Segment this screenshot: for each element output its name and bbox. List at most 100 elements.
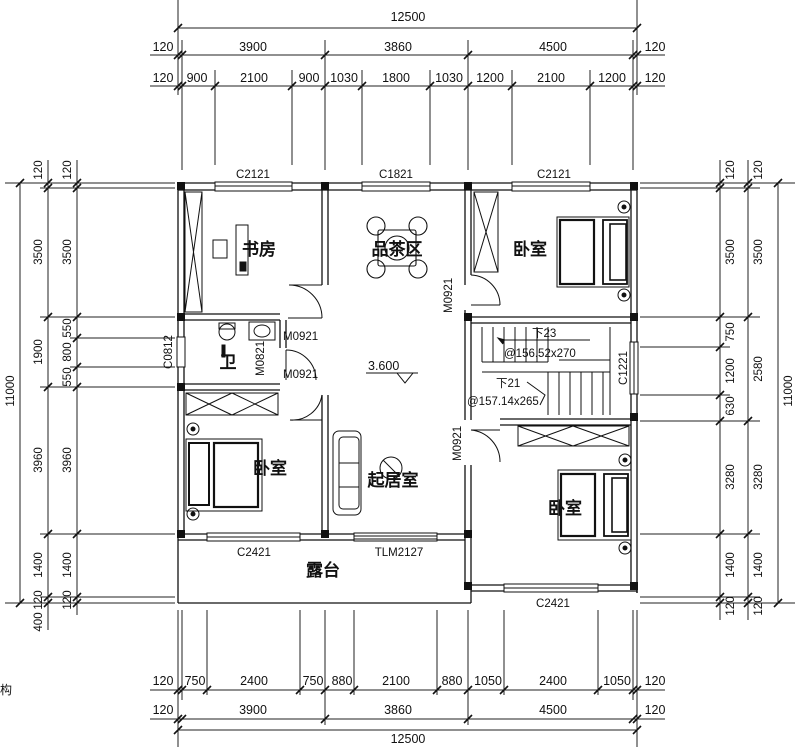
right-inner-dim: 120 <box>725 596 737 615</box>
window-label-bedroom-sw: C2421 <box>237 547 271 559</box>
left-ticks <box>15 178 82 608</box>
top-ticks <box>173 23 642 91</box>
window-label-tea-area: C1821 <box>379 169 413 181</box>
door-label-bathroom-inner: M0821 <box>255 341 267 376</box>
door-label-terrace: TLM2127 <box>375 547 424 559</box>
room-label-tea-area: 品茶区 <box>372 239 423 259</box>
top-inner-dim: 1200 <box>598 71 626 85</box>
right-inner-dim: 3500 <box>725 239 737 265</box>
stair-spec-up: @156.52x270 <box>504 348 576 360</box>
left-dimension-labels: 11000 120 3500 1900 3960 1400 120 400 12… <box>5 160 74 631</box>
bottom-inner-dim: 120 <box>645 674 666 688</box>
room-label-study: 书房 <box>242 239 276 259</box>
bottom-inner-dim: 1050 <box>603 674 631 688</box>
bed-se <box>557 453 632 555</box>
left-outer-dim: 3500 <box>33 239 45 265</box>
bottom-outer-dim: 4500 <box>539 703 567 717</box>
window-label-bathroom: C0812 <box>163 335 175 369</box>
left-total: 11000 <box>5 375 17 406</box>
top-inner-dim: 120 <box>153 71 174 85</box>
left-inner-dim: 550 <box>62 318 74 337</box>
left-inner-dim: 1400 <box>62 552 74 578</box>
room-label-bathroom: 卫 <box>220 353 237 372</box>
bottom-inner-dim: 880 <box>332 674 353 688</box>
right-outer-dim: 2580 <box>753 356 765 382</box>
left-inner-dim: 120 <box>62 590 74 609</box>
right-dimensions <box>640 160 795 620</box>
elevation-label: 3.600 <box>368 359 399 373</box>
top-outer-dim: 3900 <box>239 40 267 54</box>
left-inner-dim: 3500 <box>62 239 74 265</box>
bottom-inner-dim: 750 <box>303 674 324 688</box>
elevation-marker: 3.600 <box>366 359 418 384</box>
bed-sw <box>185 422 263 521</box>
window-label-study: C2121 <box>236 169 270 181</box>
door-label-bedroom-se: M0921 <box>452 426 464 461</box>
right-total: 11000 <box>783 375 795 406</box>
top-inner-dim: 1030 <box>435 71 463 85</box>
left-outer-dim: 400 <box>33 612 45 631</box>
right-ticks <box>715 178 783 608</box>
left-inner-dim: 800 <box>62 342 74 361</box>
left-dimensions <box>5 160 175 630</box>
top-outer-dim: 120 <box>153 40 174 54</box>
top-outer-dim: 120 <box>645 40 666 54</box>
right-outer-dim: 3280 <box>753 464 765 490</box>
right-outer-dim: 120 <box>753 596 765 615</box>
right-dimension-labels: 11000 120 3500 2580 3280 1400 120 120 35… <box>725 160 795 615</box>
left-outer-dim: 120 <box>33 160 45 179</box>
window-label-stair: C1221 <box>618 351 630 385</box>
top-inner-dim: 2100 <box>240 71 268 85</box>
stair-labels: 下23 @156.52x270 下21 @157.14x265 <box>467 328 576 408</box>
room-labels: 书房 品茶区 卧室 卫 卧室 起居室 卧室 露台 <box>220 239 583 580</box>
bed-ne <box>556 200 631 302</box>
window-labels: C2121 C1821 C2121 C2421 C2421 TLM2127 C0… <box>163 169 630 610</box>
top-dimensions <box>150 0 665 170</box>
bottom-inner-dim: 880 <box>442 674 463 688</box>
bathroom-fixtures <box>218 321 276 358</box>
right-inner-dim: 750 <box>725 322 737 341</box>
sofa <box>332 430 403 516</box>
bottom-outer-dim: 3900 <box>239 703 267 717</box>
top-dimension-labels: 12500 120 3900 3860 4500 120 120 900 210… <box>153 10 666 85</box>
tea-table <box>366 216 428 279</box>
stair-label-down: 下21 <box>496 378 520 390</box>
bottom-inner-dim: 2100 <box>382 674 410 688</box>
bottom-total: 12500 <box>391 732 426 746</box>
door-label-study: M0921 <box>283 331 318 343</box>
stair-spec-down: @157.14x265 <box>467 396 539 408</box>
right-inner-dim: 3280 <box>725 464 737 490</box>
stair-label-up: 下23 <box>532 328 556 340</box>
bottom-inner-dim: 120 <box>153 674 174 688</box>
staircase <box>481 327 611 415</box>
door-label-bathroom: M0921 <box>283 369 318 381</box>
bottom-dimension-labels: 120 750 2400 750 880 2100 880 1050 2400 … <box>153 674 666 746</box>
left-inner-dim: 120 <box>62 160 74 179</box>
top-inner-dim: 900 <box>299 71 320 85</box>
door-label-bedroom-ne: M0921 <box>443 278 455 313</box>
right-outer-dim: 120 <box>753 160 765 179</box>
room-label-living: 起居室 <box>367 470 419 490</box>
window-label-bedroom-se: C2421 <box>536 598 570 610</box>
window-symbols <box>176 181 639 593</box>
room-label-bedroom-se: 卧室 <box>548 498 582 518</box>
top-outer-dim: 3860 <box>384 40 412 54</box>
bottom-outer-dim: 3860 <box>384 703 412 717</box>
left-outer-dim: 3960 <box>33 447 45 473</box>
door-symbols <box>285 274 501 463</box>
left-outer-dim: 120 <box>33 590 45 609</box>
room-label-bedroom-ne: 卧室 <box>513 239 547 259</box>
bottom-ticks <box>173 685 642 735</box>
right-inner-dim: 630 <box>725 396 737 415</box>
top-inner-dim: 1030 <box>330 71 358 85</box>
top-total: 12500 <box>391 10 426 24</box>
window-label-bedroom-ne: C2121 <box>537 169 571 181</box>
right-inner-dim: 120 <box>725 160 737 179</box>
wardrobes <box>184 191 630 447</box>
top-inner-dim: 120 <box>645 71 666 85</box>
study-desk <box>212 224 249 276</box>
left-inner-dim: 3960 <box>62 447 74 473</box>
bottom-inner-dim: 750 <box>185 674 206 688</box>
top-inner-dim: 900 <box>187 71 208 85</box>
right-inner-dim: 1400 <box>725 552 737 578</box>
